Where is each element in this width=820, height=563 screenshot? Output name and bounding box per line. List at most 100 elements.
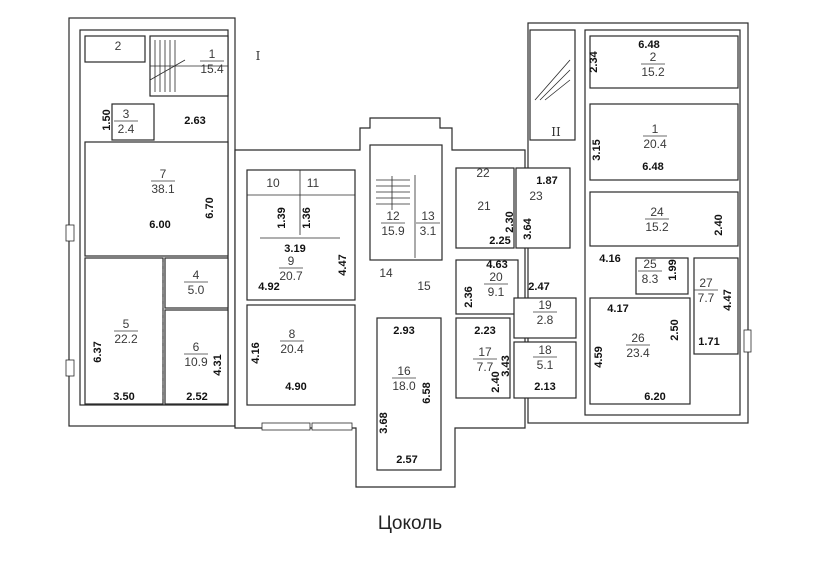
dimension-label: 4.16: [599, 253, 620, 265]
room-area: 15.4: [200, 62, 224, 76]
room-number: 21: [477, 199, 491, 213]
room-label: 177.7: [473, 345, 497, 374]
stair-left: [149, 40, 186, 92]
room-number: 1: [209, 47, 216, 61]
room-area: 9.1: [488, 285, 505, 299]
dimension-label: 6.48: [642, 161, 663, 173]
room-area: 2.4: [118, 122, 135, 136]
room-number: 14: [379, 266, 393, 280]
room-label: 10: [266, 176, 280, 190]
room-area: 15.9: [381, 224, 405, 238]
room-label: 32.4: [114, 107, 138, 136]
dimension-label: 3.15: [591, 139, 603, 160]
section-marker-1: I: [256, 49, 261, 63]
dimension-label: 2.63: [184, 115, 205, 127]
dimension-label: 4.92: [258, 281, 279, 293]
dimension-label: 6.58: [421, 382, 433, 403]
room-number: 2: [115, 39, 122, 53]
dimension-label: 4.47: [722, 289, 734, 310]
dimension-label: 3.68: [378, 412, 390, 433]
room-number: 27: [699, 276, 713, 290]
room-number: 20: [489, 270, 503, 284]
room-number: 17: [478, 345, 492, 359]
room-number: 25: [643, 257, 657, 271]
room-area: 38.1: [151, 182, 175, 196]
room-label: 738.1: [151, 167, 175, 196]
room-label: 820.4: [280, 327, 304, 356]
room-number: 12: [386, 209, 400, 223]
room-area: 22.2: [114, 332, 138, 346]
dimension-label: 4.17: [607, 303, 628, 315]
room-label: 11: [307, 176, 320, 190]
dimension-label: 1.36: [301, 207, 313, 228]
room-number: 24: [650, 205, 664, 219]
dimension-label: 4.63: [486, 259, 507, 271]
room-number: 19: [538, 298, 552, 312]
dimension-label: 2.47: [528, 281, 549, 293]
room-area: 7.7: [698, 291, 715, 305]
room-number: 13: [421, 209, 435, 223]
dimension-label: 2.57: [396, 454, 417, 466]
dimension-label: 2.30: [504, 211, 516, 232]
room-label: 522.2: [114, 317, 138, 346]
dimension-label: 4.59: [593, 346, 605, 367]
room-label: 258.3: [638, 257, 662, 286]
dimension-label: 2.50: [669, 319, 681, 340]
dimension-label: 1.71: [698, 336, 719, 348]
room-number: 10: [266, 176, 280, 190]
dimension-label: 6.37: [92, 341, 104, 362]
room-number: 9: [288, 254, 295, 268]
center-rooms: [246, 144, 577, 471]
room-area: 5.1: [537, 358, 554, 372]
room-area: 23.4: [626, 346, 650, 360]
dimension-label: 1.39: [276, 207, 288, 228]
dimension-label: 2.36: [463, 286, 475, 307]
section-marker-2: II: [551, 125, 561, 139]
room-label: 920.7: [279, 254, 303, 283]
room-number: 23: [529, 189, 543, 203]
room-number: 2: [650, 50, 657, 64]
room-number: 22: [476, 166, 490, 180]
room-area: 18.0: [392, 379, 416, 393]
dimension-label: 4.47: [337, 254, 349, 275]
room-area: 10.9: [184, 355, 208, 369]
dimension-label: 4.16: [250, 342, 262, 363]
windows: [65, 224, 752, 431]
room-area: 20.7: [279, 269, 303, 283]
room-label: 209.1: [484, 270, 508, 299]
room-label: 277.7: [694, 276, 718, 305]
room-number: 8: [289, 327, 296, 341]
dimension-label: 2.23: [474, 325, 495, 337]
dimension-label: 3.64: [522, 217, 534, 239]
room-number: 3: [123, 107, 130, 121]
dimension-label: 1.87: [536, 175, 557, 187]
room-area: 8.3: [642, 272, 659, 286]
room-label: 14: [379, 266, 393, 280]
room-label: 45.0: [184, 268, 208, 297]
room-area: 20.4: [643, 137, 667, 151]
dimension-label: 3.19: [284, 243, 305, 255]
dimension-label: 2.25: [489, 235, 510, 247]
room-number: 18: [538, 343, 552, 357]
room-area: 20.4: [280, 342, 304, 356]
room-area: 7.7: [477, 360, 494, 374]
dimension-label: 6.00: [149, 219, 170, 231]
dimension-label: 2.40: [713, 214, 725, 235]
room-label: 215.2: [641, 50, 665, 79]
room-label: 22: [476, 166, 490, 180]
room-area: 5.0: [188, 283, 205, 297]
dimension-label: 4.31: [212, 354, 224, 375]
right-rooms: [529, 29, 739, 405]
room-area: 2.8: [537, 313, 554, 327]
room-label: 15: [417, 279, 431, 293]
dimension-label: 2.13: [534, 381, 555, 393]
room-label: 192.8: [533, 298, 557, 327]
room-number: 16: [397, 364, 411, 378]
room-label: 21: [477, 199, 491, 213]
dimension-label: 1.50: [101, 109, 113, 130]
room-number: 4: [193, 268, 200, 282]
